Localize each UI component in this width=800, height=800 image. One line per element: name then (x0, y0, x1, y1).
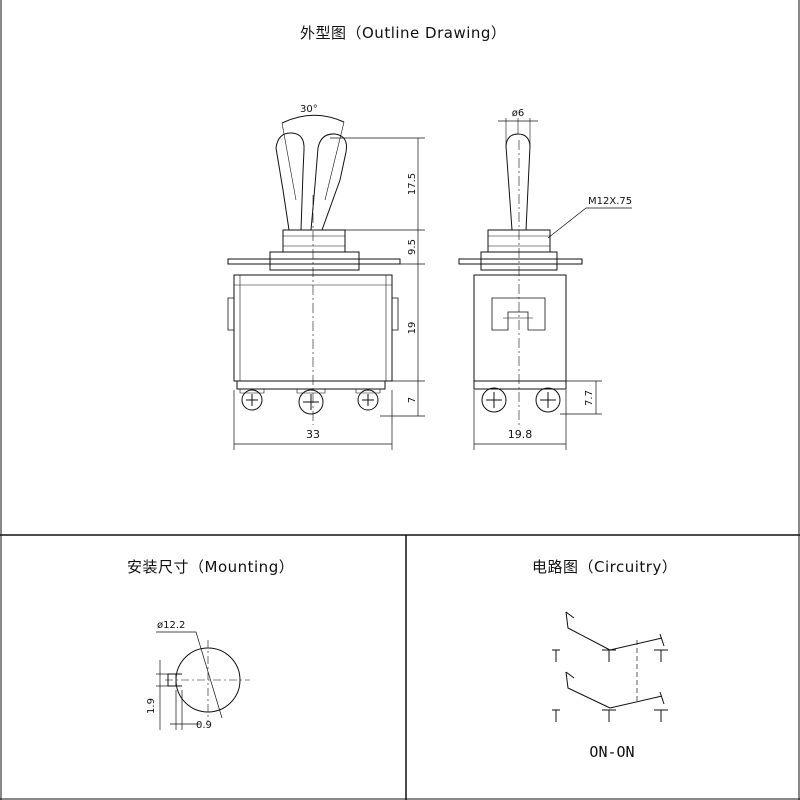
side-mounting-plate (459, 259, 582, 264)
side-lever (506, 134, 530, 230)
circuit-diagram (552, 612, 668, 722)
side-terminal-screws (482, 388, 560, 412)
dim-body-height: 19 (407, 322, 418, 335)
front-view (228, 115, 425, 450)
dim-lever-diameter: ø6 (512, 108, 524, 119)
front-terminal-base (237, 381, 385, 389)
front-mounting-plate (228, 259, 400, 264)
side-view (459, 118, 632, 450)
side-width-dimension (474, 390, 566, 450)
front-width-dimension (234, 390, 392, 450)
side-terminal-base (474, 381, 566, 389)
front-lever-left (276, 133, 304, 230)
front-lever-right (311, 134, 347, 230)
side-height-dimension (560, 381, 602, 414)
mounting-hole-drawing (156, 632, 250, 730)
dim-terminal-height: 7 (407, 397, 418, 403)
angle-label: 30° (300, 104, 318, 115)
dim-front-width: 33 (306, 428, 320, 441)
dim-side-width: 19.8 (508, 428, 533, 441)
dim-side-terminal-height: 7.7 (584, 390, 595, 406)
dim-lever-height: 17.5 (407, 173, 418, 195)
front-nut-lower (270, 252, 359, 270)
circuitry-title: 电路图（Circuitry） (532, 558, 678, 576)
front-height-dimensions (330, 138, 425, 416)
circuit-mode-label: ON-ON (589, 743, 634, 761)
mounting-title: 安装尺寸（Mounting） (127, 558, 295, 576)
mounting-key-height: 1.9 (146, 698, 157, 714)
thread-leader (548, 208, 632, 238)
side-body (474, 275, 566, 381)
outline-title: 外型图（Outline Drawing） (300, 24, 507, 42)
angle-arc (282, 115, 344, 123)
dim-bushing-height: 9.5 (407, 239, 418, 255)
thread-spec-label: M12X.75 (588, 196, 632, 207)
mounting-key-width: 0.9 (196, 720, 212, 731)
front-terminal-screws (240, 389, 380, 414)
front-nut-upper (283, 230, 345, 252)
mounting-hole-diameter: ø12.2 (157, 620, 185, 631)
side-body-window (492, 298, 545, 330)
